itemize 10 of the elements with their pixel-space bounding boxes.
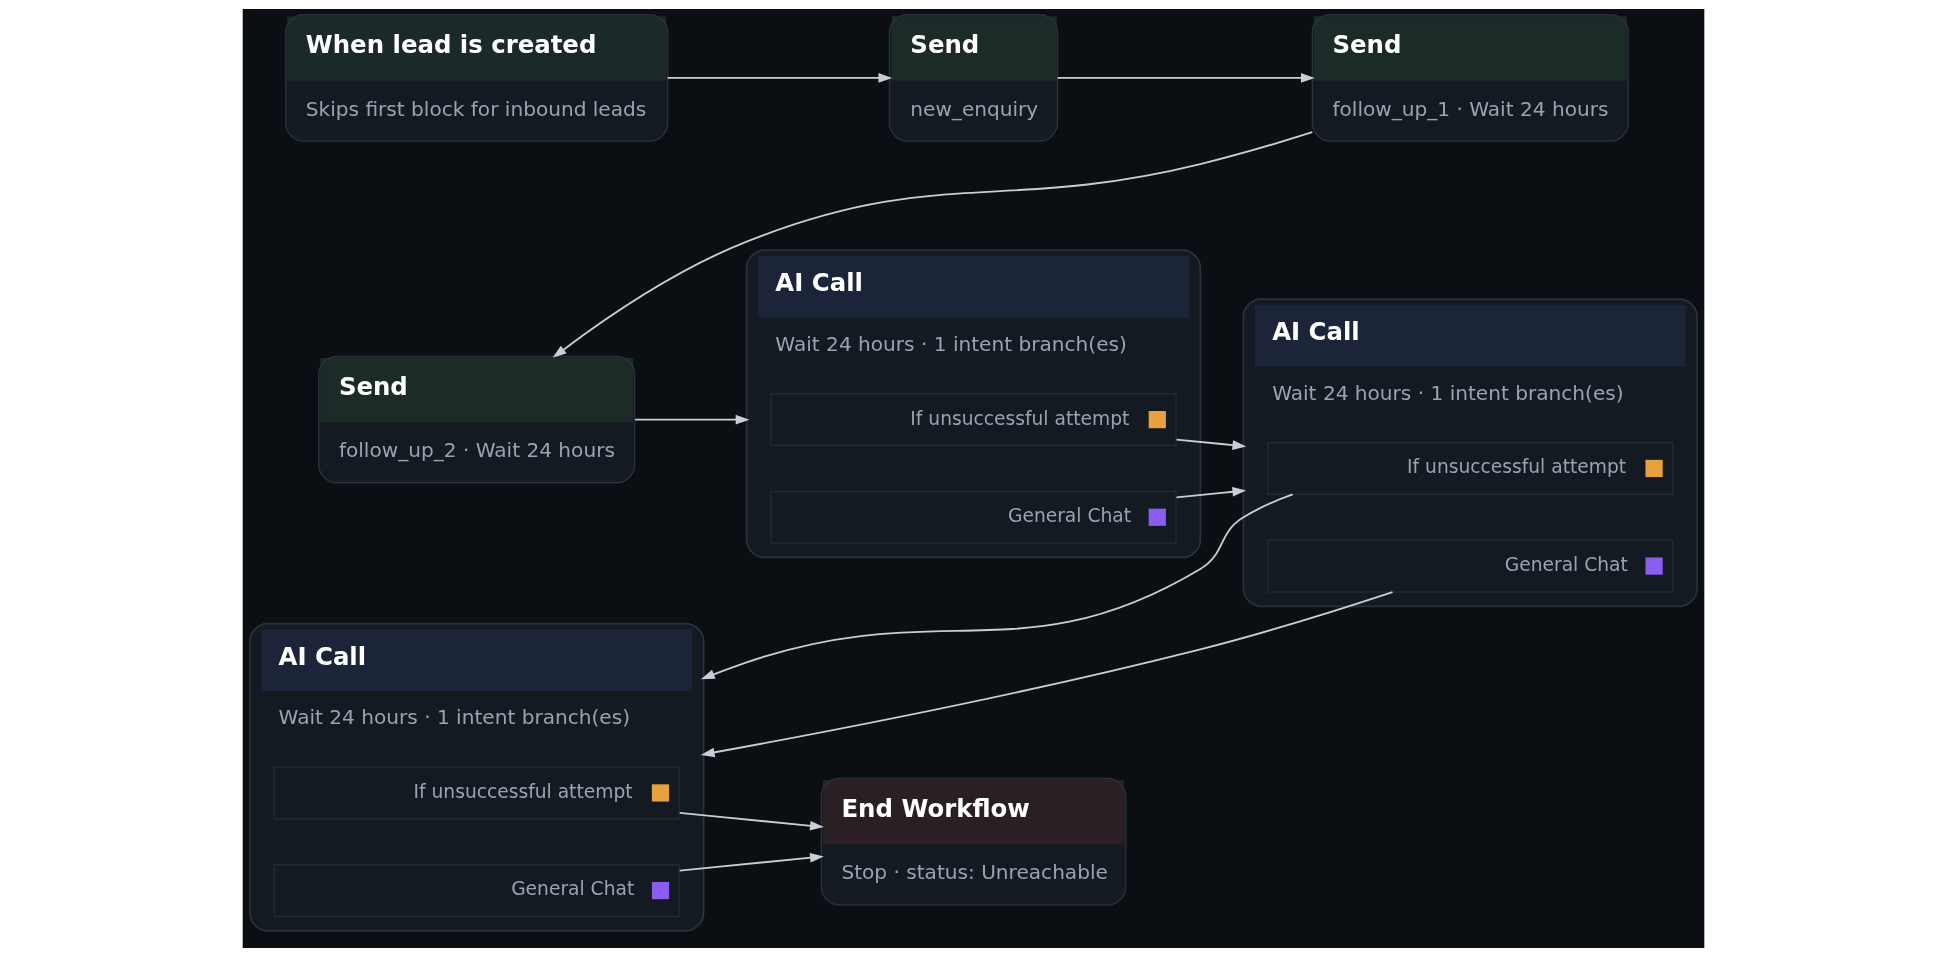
arrow bbox=[552, 130, 1313, 358]
arrow bbox=[1175, 438, 1246, 450]
arrow bbox=[678, 811, 824, 831]
arrow bbox=[678, 852, 824, 872]
arrow bbox=[1175, 486, 1246, 498]
arrow bbox=[700, 590, 1393, 757]
arrow bbox=[633, 414, 749, 424]
arrow bbox=[1056, 72, 1315, 83]
arrow bbox=[666, 72, 892, 83]
arrow bbox=[700, 493, 1294, 679]
